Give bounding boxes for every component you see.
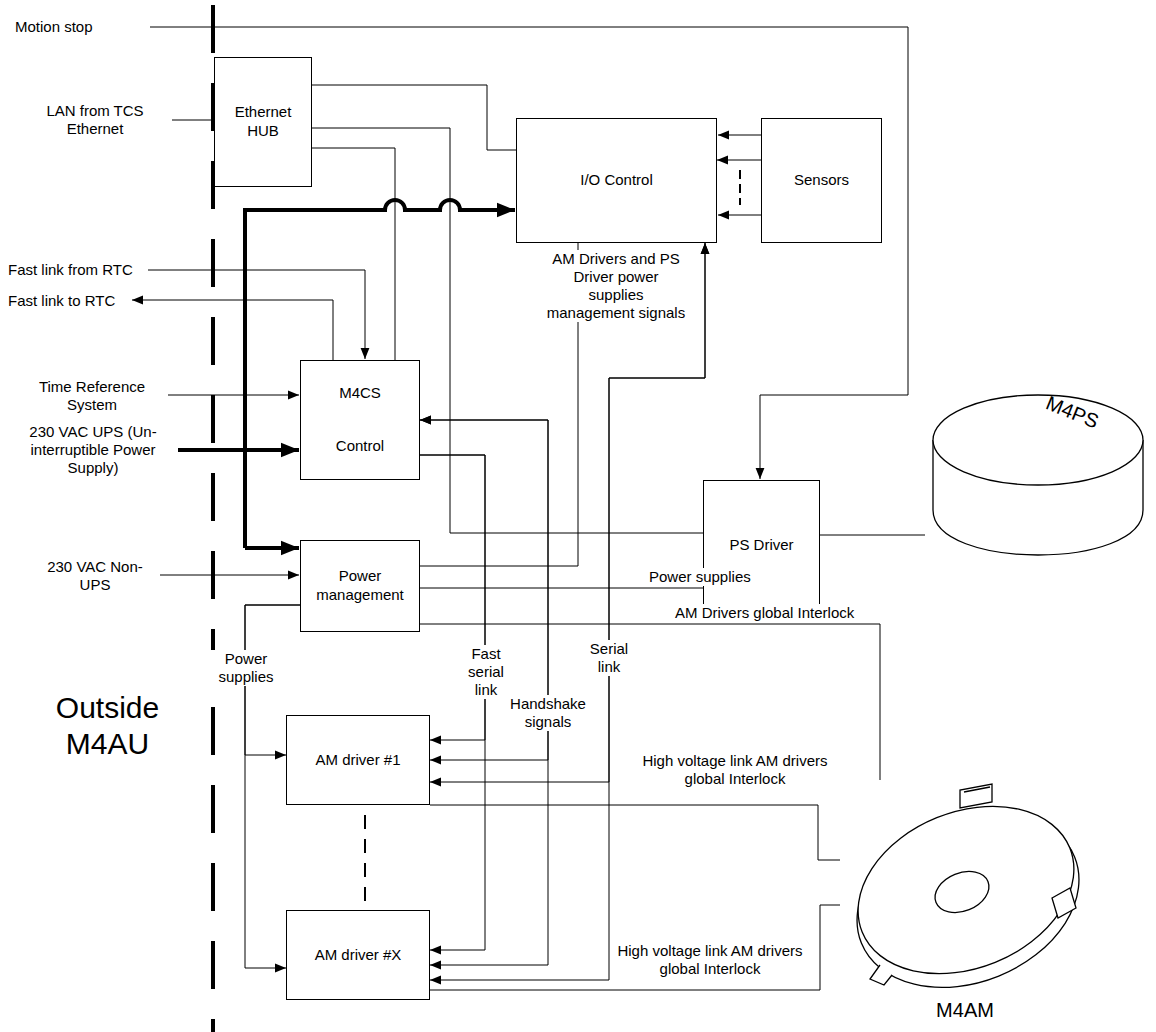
connector [430, 805, 840, 860]
connector [312, 148, 395, 360]
cylinder-node: M4PS [925, 380, 1150, 565]
connector-label: Handshake signals [505, 695, 591, 731]
box-label: I/O Control [580, 171, 653, 190]
ups-wire [178, 448, 299, 452]
box-label: AM driver #1 [315, 751, 400, 770]
motion-stop-wire [150, 27, 908, 479]
part-name: M4AM [936, 998, 994, 1023]
rtc-out-wire [132, 300, 333, 360]
connector-label: Serial link [582, 640, 636, 676]
box-label: Sensors [794, 171, 849, 190]
connector-label: Power supplies [209, 650, 283, 686]
signal-name: 230 VAC Non-UPS [40, 558, 150, 594]
box-label: AM driver #X [315, 946, 402, 965]
lan-wire [172, 120, 214, 121]
mirror-node: M4AM [840, 780, 1090, 1025]
signal-name: Motion stop [15, 18, 145, 36]
process-box: I/O Control [516, 118, 717, 243]
connector-label: High voltage link AM drivers global Inte… [613, 942, 807, 978]
connector [430, 243, 705, 782]
process-box: Power management [300, 540, 420, 632]
process-box: M4CS Control [300, 360, 420, 480]
cylinder-outline [925, 380, 1150, 565]
sensor-arrow [718, 215, 761, 216]
signal-name: Outside M4AU [10, 690, 205, 762]
process-box: AM driver #X [286, 910, 430, 1000]
connector [430, 243, 705, 980]
connector [717, 160, 761, 161]
sensor-arrow [718, 135, 761, 136]
box-label: M4CS [339, 384, 381, 403]
time-ref-wire [168, 395, 299, 396]
driver-ellipsis [364, 815, 366, 905]
signal-name: 230 VAC UPS (Un-interruptible Power Supp… [18, 423, 168, 477]
sensor-dash [739, 170, 741, 205]
ups-bus [245, 200, 515, 548]
process-box: AM driver #1 [286, 715, 430, 805]
connector-label: AM Drivers and PS Driver power supplies … [544, 250, 688, 322]
process-box: Ethernet HUB [214, 57, 312, 187]
connector-label: Power supplies [647, 568, 753, 586]
box-label: PS Driver [729, 536, 793, 555]
signal-name: Fast link to RTC [8, 292, 133, 310]
box-label: Control [336, 437, 384, 456]
mirror-illustration [840, 780, 1090, 1025]
connector-label: High voltage link AM drivers global Inte… [638, 752, 832, 788]
box-label: Power management [307, 567, 413, 605]
non-ups-wire [160, 575, 299, 576]
signal-name: Time Reference System [22, 378, 162, 414]
process-box: PS Driver [703, 480, 820, 610]
process-box: Sensors [761, 118, 882, 243]
connector [820, 535, 925, 536]
signal-name: Fast link from RTC [8, 261, 148, 279]
connector-label: Fast serial link [459, 645, 513, 699]
ups-bus-branch [245, 546, 299, 550]
connector [430, 905, 840, 990]
signal-name: LAN from TCS Ethernet [35, 102, 155, 138]
connector-label: AM Drivers global Interlock [673, 604, 856, 622]
connector [312, 85, 516, 150]
box-label: Ethernet HUB [221, 103, 305, 141]
rtc-in-wire [148, 270, 365, 359]
connector [420, 420, 548, 965]
connector [420, 455, 485, 950]
